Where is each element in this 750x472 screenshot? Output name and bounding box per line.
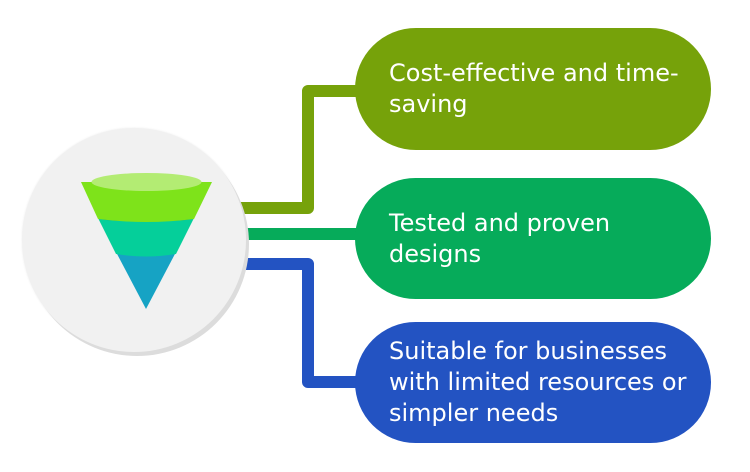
funnel-bottom-tier <box>116 252 176 309</box>
item-tested-proven: Tested and proven designs <box>355 178 711 299</box>
funnel-hub <box>22 128 246 352</box>
item-label: Suitable for businesses with limited res… <box>389 337 687 427</box>
item-label: Cost-effective and time-saving <box>389 59 679 118</box>
funnel-icon <box>81 173 212 309</box>
item-label: Tested and proven designs <box>389 208 611 268</box>
funnel-top-tier <box>81 182 212 222</box>
connector-suitable <box>240 258 370 388</box>
connector-cost-effective <box>240 85 370 214</box>
funnel-top-rim <box>91 173 202 191</box>
funnel-middle-tier <box>98 218 194 257</box>
item-cost-effective: Cost-effective and time-saving <box>355 28 711 150</box>
item-suitable: Suitable for businesses with limited res… <box>355 322 711 443</box>
